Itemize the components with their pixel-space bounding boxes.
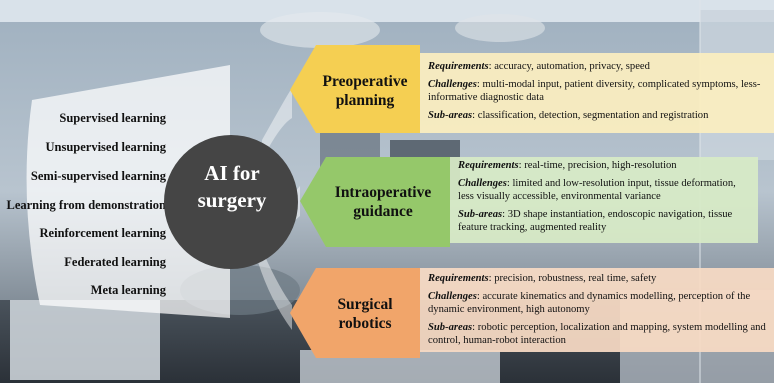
challenges-text: : accurate kinematics and dynamics model… [428, 290, 751, 316]
challenges-text: : multi-modal input, patient diversity, … [428, 78, 761, 104]
requirements-text: : real-time, precision, high-resolution [518, 160, 677, 171]
robotics-box [420, 268, 774, 352]
robotics-challenges: Challenges: accurate kinematics and dyna… [428, 290, 768, 317]
preoperative-details: Requirements: accuracy, automation, priv… [428, 60, 768, 126]
preoperative-subareas: Sub-areas: classification, detection, se… [428, 109, 768, 123]
method-supervised: Supervised learning [59, 111, 166, 125]
preoperative-title-line2: planning [335, 92, 395, 109]
requirements-key: Requirements [458, 160, 519, 171]
intraoperative-box [450, 157, 758, 243]
hub-title-line1: AI for [204, 161, 260, 185]
robotics-subareas: Sub-areas: robotic perception, localizat… [428, 321, 768, 348]
intraoperative-title: Intraoperative guidance [318, 183, 448, 221]
intraoperative-subareas: Sub-areas: 3D shape instantiation, endos… [458, 208, 754, 235]
subareas-text: : classification, detection, segmentatio… [472, 109, 709, 121]
robotics-details: Requirements: precision, robustness, rea… [428, 272, 768, 352]
subareas-key: Sub-areas [458, 208, 503, 220]
method-unsupervised: Unsupervised learning [45, 140, 166, 154]
challenges-text: : limited and low-resolution input, tiss… [458, 177, 736, 203]
challenges-key: Challenges [428, 290, 477, 302]
hub-circle [164, 135, 298, 269]
requirements-text: : accuracy, automation, privacy, speed [488, 61, 650, 72]
requirements-text: : precision, robustness, real time, safe… [488, 273, 657, 284]
subareas-text: : 3D shape instantiation, endoscopic nav… [458, 208, 733, 234]
robotics-arrow [290, 268, 420, 358]
intraoperative-requirements: Requirements: real-time, precision, high… [458, 159, 754, 173]
hub-title: AI for surgery [176, 160, 288, 214]
method-federated: Federated learning [64, 255, 166, 269]
requirements-key: Requirements [428, 273, 489, 284]
robotics-requirements: Requirements: precision, robustness, rea… [428, 272, 768, 286]
intraoperative-arrow [300, 157, 450, 247]
preoperative-box [420, 53, 774, 133]
preoperative-challenges: Challenges: multi-modal input, patient d… [428, 78, 768, 105]
method-meta: Meta learning [90, 283, 166, 297]
preoperative-arrow [290, 45, 420, 133]
requirements-key: Requirements [428, 61, 489, 72]
intraoperative-title-line1: Intraoperative [334, 184, 432, 201]
preoperative-title-line1: Preoperative [322, 73, 408, 90]
method-learning-from-demonstration: Learning from demonstration [6, 198, 167, 212]
subareas-key: Sub-areas [428, 109, 473, 121]
challenges-key: Challenges [458, 177, 507, 189]
robotics-title-line1: Surgical [337, 296, 393, 313]
subareas-text: : robotic perception, localization and m… [428, 321, 766, 347]
preoperative-requirements: Requirements: accuracy, automation, priv… [428, 60, 768, 74]
subareas-key: Sub-areas [428, 321, 473, 333]
robotics-title: Surgical robotics [310, 295, 420, 333]
intraoperative-challenges: Challenges: limited and low-resolution i… [458, 177, 754, 204]
challenges-key: Challenges [428, 78, 477, 90]
intraoperative-title-line2: guidance [353, 203, 413, 220]
preoperative-title: Preoperative planning [305, 72, 425, 110]
method-reinforcement: Reinforcement learning [39, 226, 166, 240]
hub-title-line2: surgery [197, 188, 267, 212]
method-semi-supervised: Semi-supervised learning [30, 169, 166, 183]
intraoperative-details: Requirements: real-time, precision, high… [458, 159, 754, 239]
robotics-title-line2: robotics [338, 315, 392, 332]
